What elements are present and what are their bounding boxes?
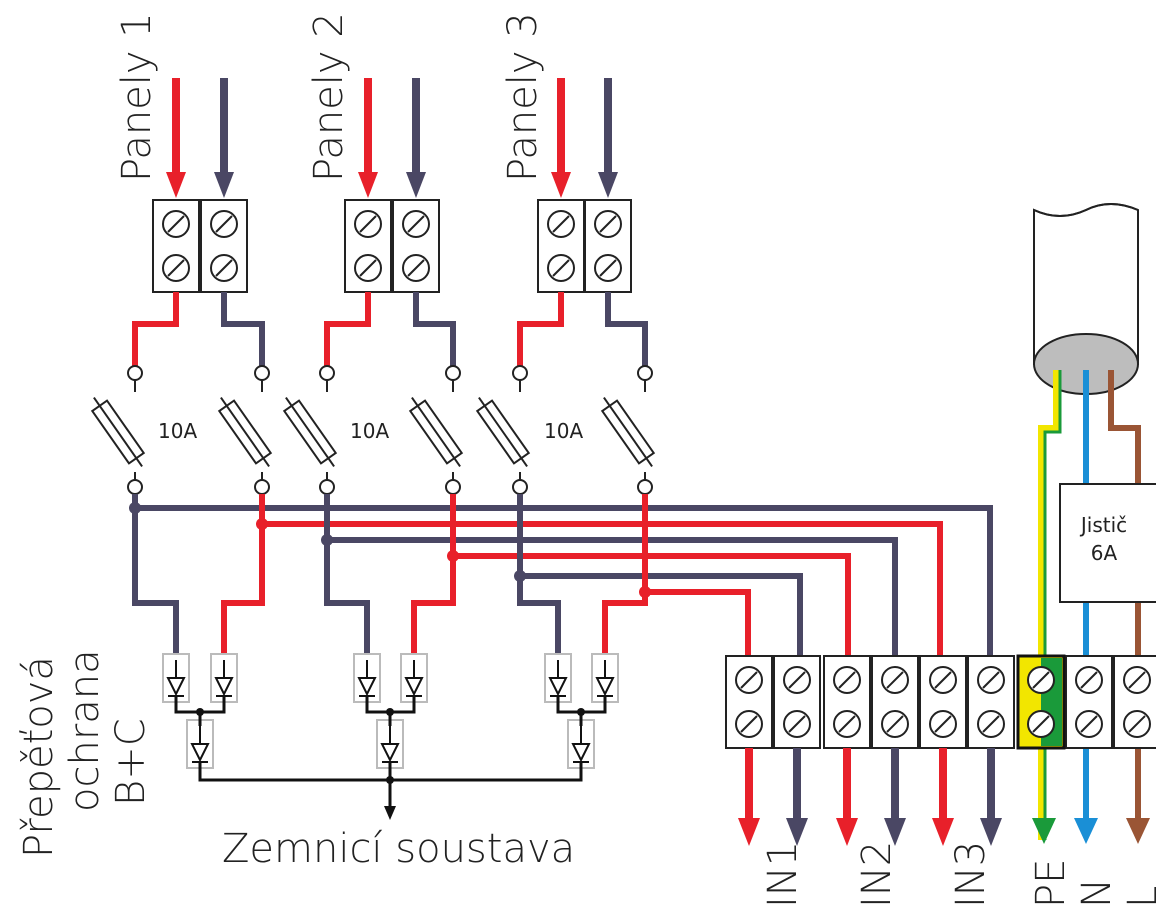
surge-protectors <box>162 653 619 820</box>
output-arrows <box>738 748 1002 846</box>
fuse-rating-1: 10A <box>158 419 197 443</box>
distribution-wires <box>132 494 993 672</box>
panel-drop-wires <box>132 292 648 366</box>
breaker-label-line2: 6A <box>1091 541 1118 565</box>
breaker-box <box>1059 483 1156 603</box>
panel-label-2: Panely 2 <box>306 12 352 182</box>
surge-label-line3: B+C <box>108 718 154 806</box>
surge-label-line2: ochrana <box>62 649 108 812</box>
panel-label-3: Panely 3 <box>500 12 546 182</box>
n-arrow <box>1074 818 1098 844</box>
fuses <box>90 365 656 495</box>
panel-terminal-blocks <box>152 199 632 293</box>
surge-label-line1: Přepěťová <box>16 656 62 858</box>
pe-wire <box>1038 370 1062 840</box>
output-label-in2: IN2 <box>854 841 900 908</box>
l-wire <box>1108 370 1141 820</box>
wire-junctions <box>129 502 651 598</box>
fuse-rating-2: 10A <box>350 419 389 443</box>
output-label-in1: IN1 <box>760 841 806 908</box>
l-arrow <box>1126 818 1150 844</box>
output-label-l: L <box>1120 886 1156 908</box>
output-label-in3: IN3 <box>948 841 994 908</box>
panel-input-arrows <box>166 78 618 198</box>
panel-terminal-screws <box>162 210 622 282</box>
output-label-pe: PE <box>1028 859 1074 908</box>
grounding-label: Zemnicí soustava <box>222 826 575 872</box>
fuse-rating-3: 10A <box>544 419 583 443</box>
output-terminal-strip <box>725 654 1156 750</box>
breaker-label-line1: Jistič <box>1079 513 1127 537</box>
output-label-n: N <box>1074 878 1120 908</box>
pe-arrow <box>1032 818 1056 844</box>
panel-label-1: Panely 1 <box>114 12 160 182</box>
ac-supply-cable <box>1033 203 1139 395</box>
